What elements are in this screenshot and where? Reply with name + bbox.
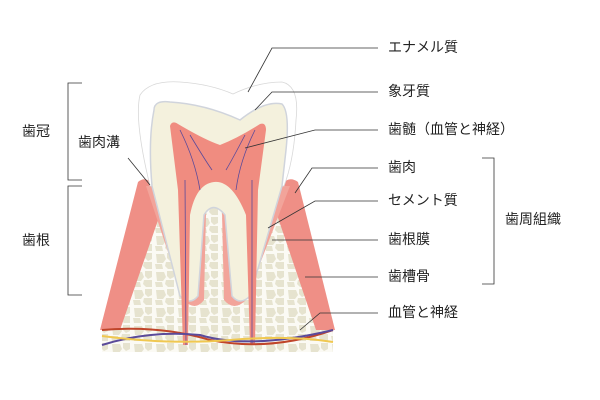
label-pdl: 歯根膜 <box>388 232 430 248</box>
pulp-vessels <box>179 129 256 346</box>
label-enamel: エナメル質 <box>388 40 458 56</box>
label-root: 歯根 <box>22 233 50 249</box>
label-vessels-nerves: 血管と神経 <box>388 305 458 321</box>
label-gingiva: 歯肉 <box>388 160 416 176</box>
label-periodontium: 歯周組織 <box>505 212 561 228</box>
leader-lines <box>67 47 495 331</box>
pulp <box>170 122 266 346</box>
artery <box>101 327 334 346</box>
label-pulp: 歯髄（血管と神経） <box>388 122 514 138</box>
label-alveolar-bone: 歯槽骨 <box>388 269 430 285</box>
label-cementum: セメント質 <box>388 193 458 209</box>
label-sulcus: 歯肉溝 <box>78 135 120 151</box>
alveolar-bone <box>102 190 333 352</box>
label-dentin: 象牙質 <box>388 84 430 100</box>
nerve <box>101 335 334 343</box>
label-crown: 歯冠 <box>22 124 50 140</box>
